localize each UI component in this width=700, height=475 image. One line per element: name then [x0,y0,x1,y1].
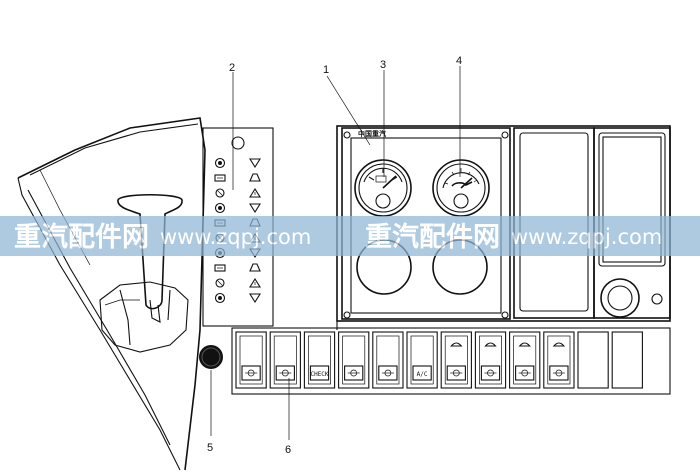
exhaust-brake-icon [249,173,261,182]
ignition-button [199,345,223,369]
callout-3: 3 [380,59,386,71]
fog-lamp-icon [241,365,261,381]
diff-lock-3-icon [515,365,535,381]
callout-1: 1 [323,64,329,76]
gear-shift-lever [99,194,189,353]
rocker-switch [235,331,267,389]
watermark-url-left: www.zqpj.com [160,225,311,249]
rocker-switch [474,331,507,389]
callout-6: 6 [285,444,291,456]
diff-lock-1-icon [446,365,466,381]
blank-switch-slot [611,331,643,389]
horn-icon [344,365,364,381]
watermark-url-right: www.zqpj.com [511,225,662,249]
diff-lock-2-icon [480,365,501,381]
general-warning-icon [214,292,226,304]
callout-4: 4 [456,55,462,67]
blank-switch-slot [577,331,609,389]
retarder-icon [249,293,261,304]
brake-pad-icon [249,158,261,169]
rocker-switch [338,331,370,389]
rotary-knob [600,278,640,318]
diff-lock-4-icon [549,365,569,381]
battery-icon [214,264,226,272]
work-light-icon [378,365,398,381]
callout-labels: 1 2 3 4 5 6 [207,55,462,456]
hazard-warning-icon [275,365,295,381]
small-round-button [651,293,663,305]
diff-lamp-icon [249,263,261,272]
steering-column-housing [17,117,206,471]
rocker-switch [509,331,541,389]
callout-2: 2 [229,62,235,74]
watermark-cn-left: 重汽配件网 [14,222,149,253]
rocker-switch [543,331,575,389]
leader-lines [210,66,461,440]
brake-warning-icon [214,174,226,182]
callout-5: 5 [207,442,213,454]
coolant-level-icon [214,202,226,214]
oil-can-icon [214,157,226,169]
rocker-switch: CHECK [303,331,336,389]
switch-label: CHECK [310,371,328,378]
axle-lock-icon [249,277,261,288]
gauge-panel-brand: 中国重汽 [358,129,386,138]
oil-pressure-gauge [432,159,490,217]
parking-brake-icon [215,188,225,198]
switch-label: A/C [417,371,428,378]
snowflake-icon [249,187,261,198]
watermark-cn-right: 重汽配件网 [365,222,500,253]
rocker-switch [440,331,472,389]
temperature-fuel-gauge [354,159,412,217]
abs-brake-icon [215,278,225,288]
rocker-switch [269,331,301,389]
rocker-switch: A/C [406,331,438,389]
check-icon: CHECK [309,365,330,381]
rocker-switch [372,331,404,389]
trailer-icon [249,203,261,214]
watermark-band: 重汽配件网 www.zqpj.com 重汽配件网 www.zqpj.com [0,216,700,256]
ac-icon: A/C [412,365,432,381]
rocker-switch-row: CHECK A/C [235,331,643,389]
